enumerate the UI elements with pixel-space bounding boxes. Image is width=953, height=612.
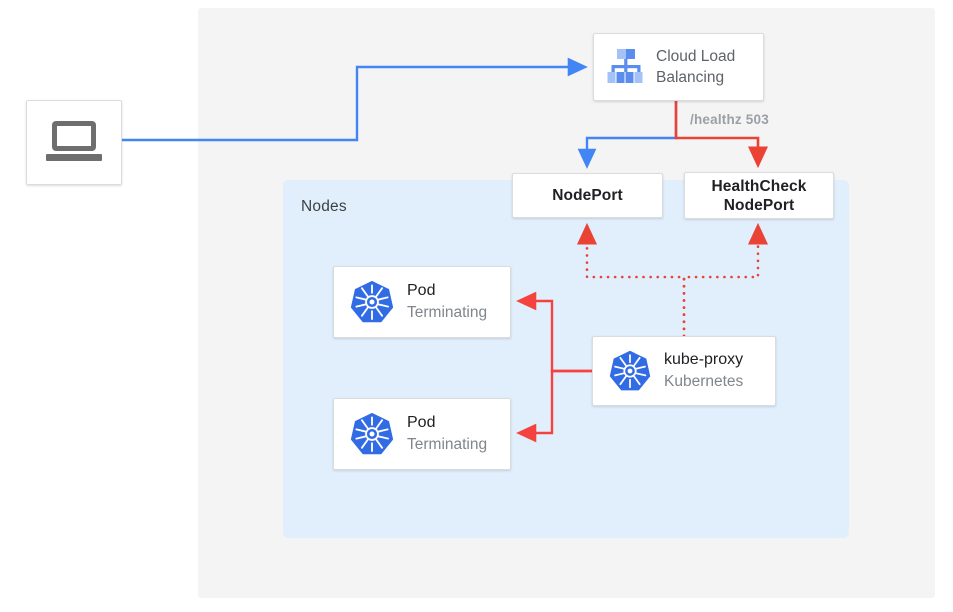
healthz-edge-label: /healthz 503 <box>690 112 769 127</box>
pod-node-1-text: Pod Terminating <box>407 280 487 324</box>
healthcheck-nodeport-label-line2: NodePort <box>723 196 795 214</box>
nodeport-label: NodePort <box>552 187 623 204</box>
laptop-icon <box>46 120 102 165</box>
kubernetes-icon <box>350 412 394 455</box>
pod-node-1[interactable]: Pod Terminating <box>333 266 511 338</box>
client-laptop-node[interactable] <box>26 100 122 185</box>
pod-node-1-status: Terminating <box>407 304 488 321</box>
cloud-load-balancing-label: Cloud Load Balancing <box>656 46 735 88</box>
nodes-panel-label: Nodes <box>301 198 347 215</box>
kube-proxy-title: kube-proxy <box>664 351 744 368</box>
kube-proxy-node[interactable]: kube-proxy Kubernetes <box>592 336 776 406</box>
laptop-screen <box>52 120 96 151</box>
pod-node-2-title: Pod <box>407 414 436 431</box>
cloud-load-balancing-label-line2: Balancing <box>656 69 725 86</box>
pod-node-2[interactable]: Pod Terminating <box>333 398 511 470</box>
kube-proxy-text: kube-proxy Kubernetes <box>664 349 743 393</box>
kubernetes-icon <box>609 350 651 391</box>
pod-node-2-status: Terminating <box>407 436 488 453</box>
cloud-load-balancing-node[interactable]: Cloud Load Balancing <box>593 33 764 101</box>
pod-node-2-text: Pod Terminating <box>407 412 487 456</box>
kubernetes-icon <box>350 280 394 323</box>
cloud-load-balancing-label-line1: Cloud Load <box>656 48 736 65</box>
laptop-base <box>46 153 102 161</box>
healthcheck-nodeport-node[interactable]: HealthCheck NodePort <box>684 172 834 219</box>
healthcheck-nodeport-label-line1: HealthCheck <box>711 177 807 195</box>
kube-proxy-subtitle: Kubernetes <box>664 373 744 390</box>
nodeport-node[interactable]: NodePort <box>512 173 663 218</box>
cloud-load-balancing-icon <box>603 47 647 87</box>
pod-node-1-title: Pod <box>407 282 436 299</box>
